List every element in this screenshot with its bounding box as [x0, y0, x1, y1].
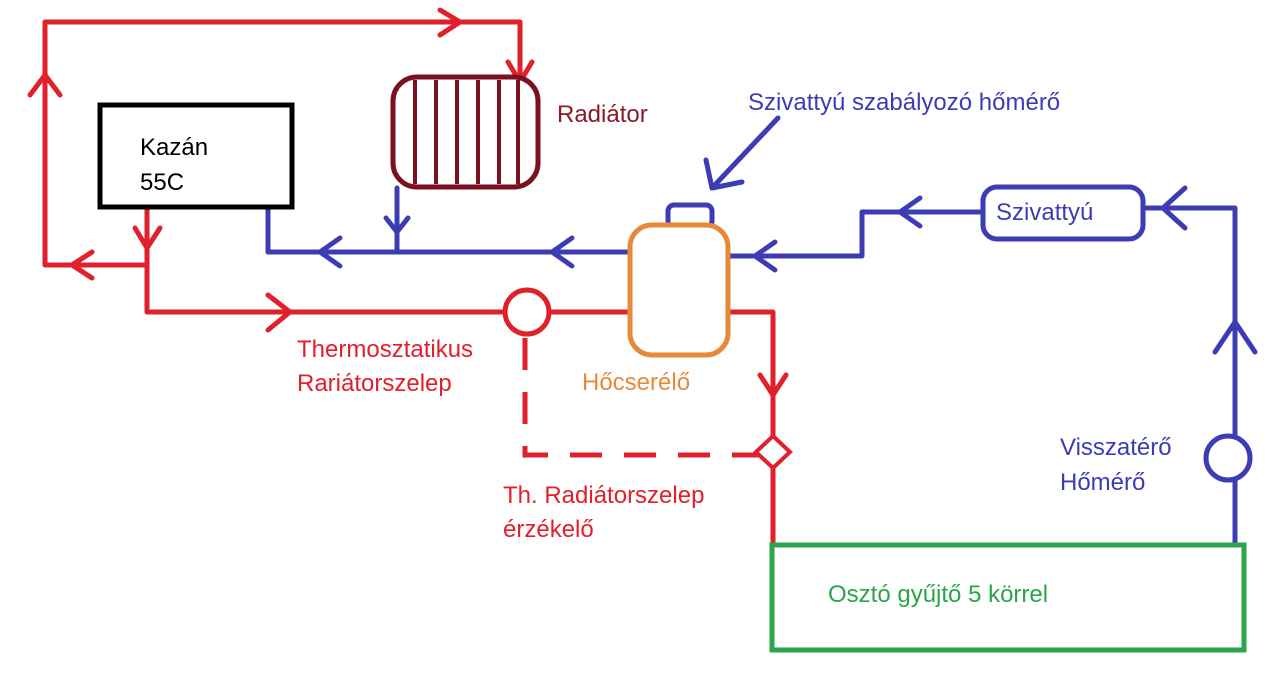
radiator-label: Radiátor [557, 101, 648, 128]
hot-supply-loop [27, 7, 535, 281]
valve-label-line1: Thermosztatikus [297, 336, 473, 363]
sensor-label-line2: érzékelő [503, 516, 594, 543]
pump-to-exchanger-line [719, 195, 986, 273]
return-thermometer-label-line2: Hőmérő [1060, 469, 1145, 496]
pump-sensor-label: Szivattyú szabályozó hőmérő [748, 89, 1060, 116]
return-main-line [265, 204, 635, 269]
sensor-label-line1: Th. Radiátorszelep [503, 482, 704, 509]
return-thermometer-icon [1203, 433, 1253, 483]
pump-icon [980, 184, 1146, 242]
thermostatic-valve-icon [502, 287, 552, 337]
boiler-label-line1: Kazán [140, 134, 208, 161]
radiator-icon [390, 74, 541, 190]
pump-label: Szivattyú [996, 199, 1093, 226]
sensor-diamond-icon [753, 433, 793, 471]
return-riser-line [1140, 185, 1258, 548]
manifold-box [769, 542, 1247, 653]
return-thermometer-label-line1: Visszatérő [1060, 434, 1172, 461]
sensor-capillary-dashed [522, 338, 760, 458]
hot-boiler-outlet [132, 205, 508, 333]
pump-sensor-pointer [703, 115, 781, 191]
exchanger-label: Hőcserélő [582, 369, 690, 396]
boiler-label-line2: 55C [140, 169, 184, 196]
radiator-return-pipe [383, 185, 411, 255]
manifold-label: Osztó gyűjtő 5 körrel [828, 581, 1048, 608]
hot-exchanger-to-manifold [722, 309, 789, 548]
boiler-box [97, 102, 295, 210]
heat-exchanger-icon [627, 222, 731, 358]
valve-label-line2: Rariátorszelep [297, 370, 452, 397]
